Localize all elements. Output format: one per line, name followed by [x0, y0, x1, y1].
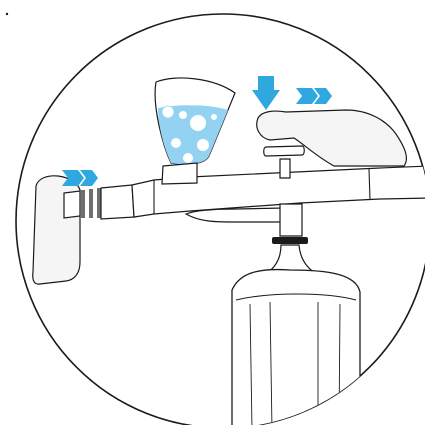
bubble-1 — [162, 106, 174, 118]
bubble-7 — [211, 114, 217, 120]
air-valve — [64, 191, 80, 218]
cup-neck — [162, 163, 197, 184]
grip-ring-2 — [89, 189, 93, 218]
dot-mark — [6, 13, 8, 15]
bottle-adapter-ring — [272, 237, 308, 244]
bubble-5 — [183, 153, 193, 163]
bubble-2 — [179, 111, 187, 119]
bubble-6 — [197, 139, 209, 151]
bubble-3 — [190, 115, 206, 131]
grip-ring-1 — [81, 190, 85, 218]
bottle-adapter-cap — [280, 204, 302, 236]
trigger-stem — [280, 159, 290, 178]
bubble-4 — [171, 138, 181, 148]
trigger-button — [264, 146, 305, 156]
handle — [101, 185, 134, 219]
